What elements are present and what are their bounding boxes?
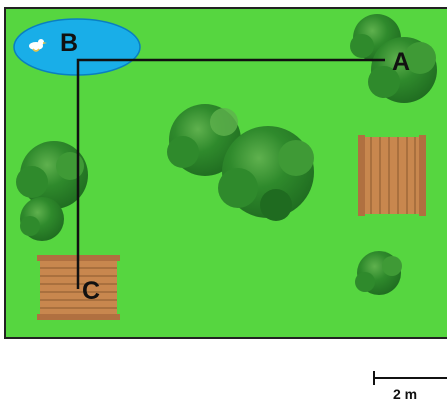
wooden-deck-right <box>358 135 426 216</box>
scale-bar <box>374 371 447 385</box>
scale-label: 2 m <box>393 386 417 401</box>
point-label-c: C <box>82 277 100 305</box>
point-label-a: A <box>392 48 410 76</box>
point-label-b: B <box>60 29 78 57</box>
